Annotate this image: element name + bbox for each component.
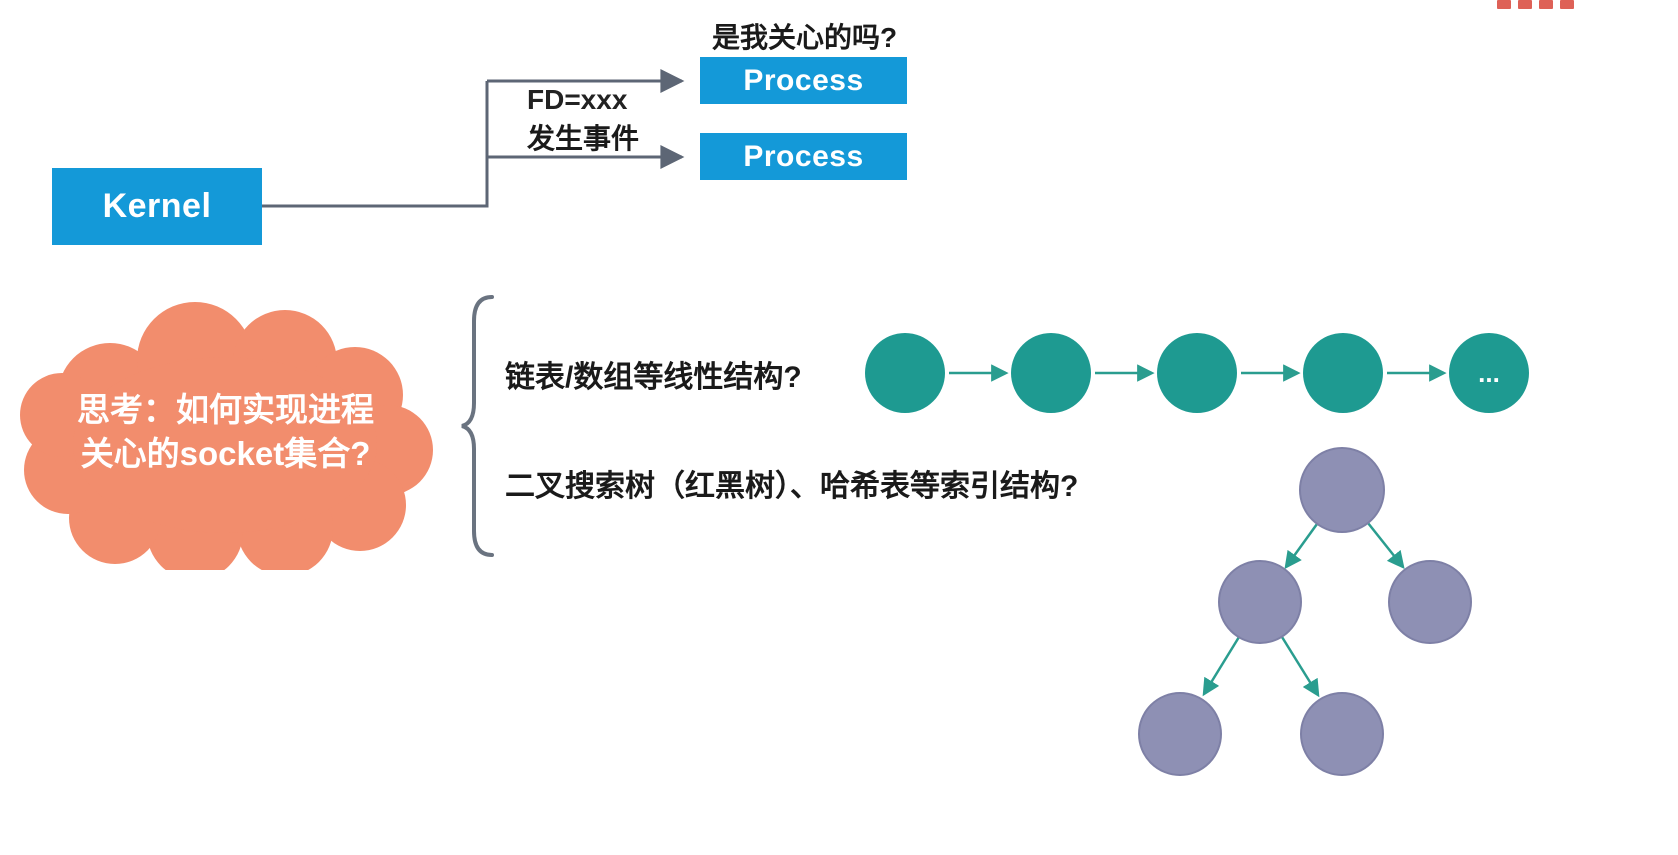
process-box-bottom: Process <box>700 133 907 180</box>
watermark-marks <box>1497 0 1574 13</box>
kernel-branch-line <box>262 81 489 208</box>
fd-label: FD=xxx <box>527 84 628 115</box>
tree-node-root <box>1299 447 1385 533</box>
cloud-question-line2: 关心的socket集合? <box>80 434 371 472</box>
tree-node <box>1218 560 1302 644</box>
thought-cloud <box>20 302 433 570</box>
option-index-label: 二叉搜索树（红黑树）、哈希表等索引结构? <box>505 470 1079 503</box>
watermark-glyph <box>1497 0 1511 9</box>
list-node <box>1303 333 1383 413</box>
process-box-top: Process <box>700 57 907 104</box>
list-ellipsis-label: ... <box>1478 358 1500 388</box>
list-node-ellipsis <box>1449 333 1529 413</box>
tree-node <box>1388 560 1472 644</box>
list-node <box>1157 333 1237 413</box>
tree-node <box>1138 692 1222 776</box>
linked-list-diagram: ... <box>865 333 1529 413</box>
curly-brace <box>461 295 494 557</box>
event-label: 发生事件 <box>527 123 640 154</box>
watermark-glyph <box>1560 0 1574 9</box>
process-bottom-label: Process <box>743 139 864 173</box>
tree-node <box>1300 692 1384 776</box>
question-label: 是我关心的吗? <box>712 22 898 53</box>
tree-edge <box>1284 523 1319 570</box>
kernel-label: Kernel <box>102 187 212 225</box>
binary-tree-diagram <box>1138 447 1472 776</box>
list-node <box>865 333 945 413</box>
option-linear-label: 链表/数组等线性结构? <box>505 361 802 394</box>
cloud-question: 思考：如何实现进程 关心的socket集合? <box>38 388 413 475</box>
tree-edge <box>1202 636 1241 697</box>
kernel-box: Kernel <box>52 168 262 245</box>
watermark-glyph <box>1518 0 1532 9</box>
process-top-label: Process <box>743 63 864 97</box>
tree-edge <box>1280 636 1320 698</box>
cloud-question-line1: 思考：如何实现进程 <box>77 391 374 428</box>
tree-edge <box>1367 522 1405 570</box>
list-node <box>1011 333 1091 413</box>
watermark-glyph <box>1539 0 1553 9</box>
